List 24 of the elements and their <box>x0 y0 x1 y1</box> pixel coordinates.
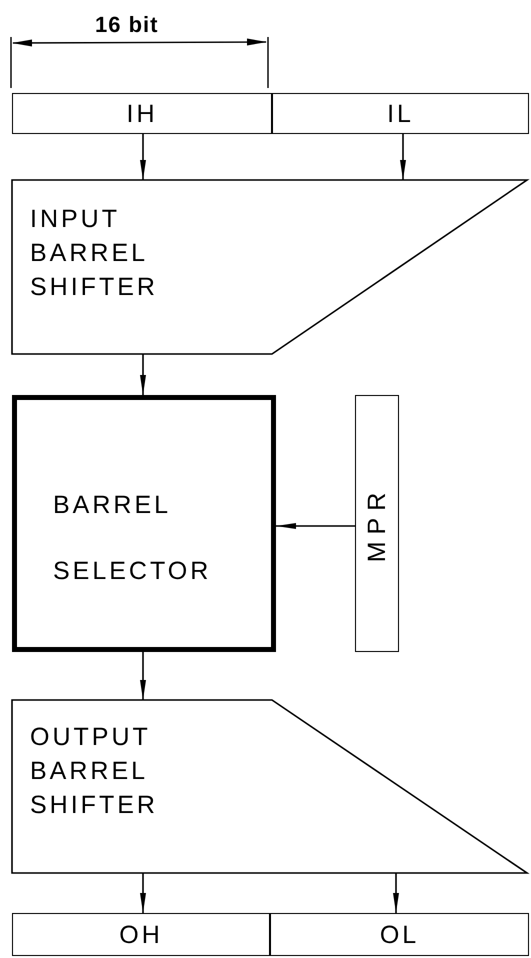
register-box <box>12 93 272 134</box>
register-box <box>12 913 270 956</box>
arrow <box>393 873 399 913</box>
register-label: OH <box>118 922 164 948</box>
register-box <box>355 395 399 652</box>
block-label: OUTPUT BARREL SHIFTER <box>30 722 158 821</box>
selector-block <box>12 395 276 652</box>
arrow <box>400 134 406 180</box>
register-label: IH <box>126 100 158 126</box>
shifter-block <box>12 700 529 873</box>
register-label: OL <box>378 922 420 948</box>
arrow <box>140 134 146 180</box>
register-label: IL <box>386 100 415 126</box>
register-label: MPR <box>362 485 392 562</box>
arrow <box>140 354 146 395</box>
arrow <box>140 652 146 700</box>
block-label: INPUT BARREL SHIFTER <box>30 204 158 303</box>
block-label: BARREL SELECTOR <box>53 490 212 587</box>
register-box <box>272 93 529 134</box>
dimension-label: 16 bit <box>95 11 158 39</box>
arrow <box>276 523 355 529</box>
shifter-block <box>12 180 529 354</box>
arrow <box>140 873 146 913</box>
register-box <box>270 913 529 956</box>
